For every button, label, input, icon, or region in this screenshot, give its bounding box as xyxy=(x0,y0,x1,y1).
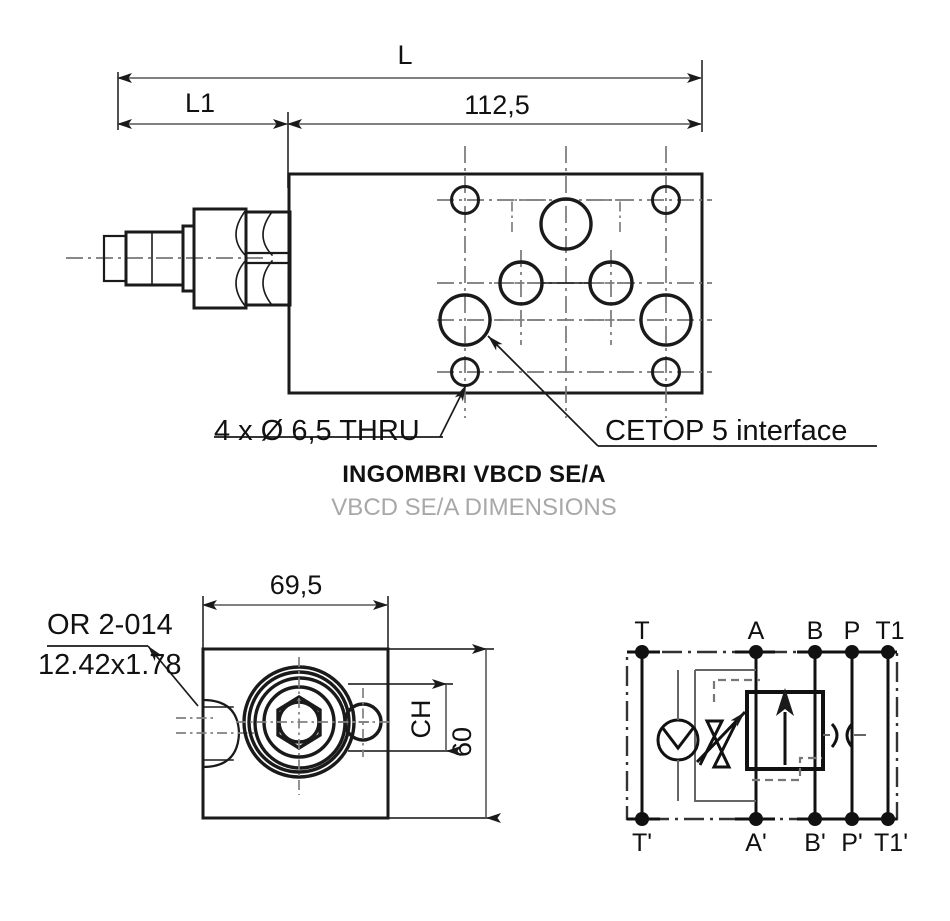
port-label-T: T xyxy=(634,617,649,645)
side-port-hole xyxy=(338,688,392,757)
title-english: VBCD SE/A DIMENSIONS xyxy=(331,494,616,521)
note-4x-6-5-thru: 4 x Ø 6,5 THRU xyxy=(214,415,420,447)
restrictor-symbol xyxy=(823,722,866,748)
top-view: L L1 112,5 xyxy=(66,40,877,447)
schematic-labels-top: T A B P T1 xyxy=(634,617,904,645)
cetop5-port-holes xyxy=(438,197,693,347)
dimension-height: 60 xyxy=(388,644,501,823)
dimension-69-5-label: 69,5 xyxy=(270,570,323,600)
note-oring-code: OR 2-014 xyxy=(47,609,173,641)
adjuster-assembly xyxy=(102,207,292,310)
pilot-drain-lines xyxy=(712,678,822,782)
hole-centerlines xyxy=(437,146,712,418)
dimension-L-label: L xyxy=(397,40,412,70)
dimension-hex: CH xyxy=(348,679,461,756)
dimension-112-5-label: 112,5 xyxy=(464,90,530,120)
schematic-labels-bottom: T' A' B' P' T1' xyxy=(632,829,908,857)
schematic-port-dots xyxy=(635,645,895,826)
note-cetop-interface: CETOP 5 interface xyxy=(487,335,877,447)
dimension-L1: L1 xyxy=(117,88,289,188)
schematic-inner-loop xyxy=(694,669,756,802)
port-label-A-prime: A' xyxy=(745,829,766,857)
note-cetop-5-interface: CETOP 5 interface xyxy=(605,415,847,447)
dimension-width: 69,5 xyxy=(202,570,389,648)
title-italian: INGOMBRI VBCD SE/A xyxy=(342,461,606,488)
port-label-B-prime: B' xyxy=(804,829,825,857)
relief-valve-box xyxy=(745,688,825,771)
note-oring-size: 12.42x1.78 xyxy=(38,649,182,681)
port-label-T-prime: T' xyxy=(632,829,652,857)
schematic-port-lines xyxy=(640,652,890,819)
check-valve-symbol xyxy=(656,670,700,801)
end-view: 69,5 60 CH xyxy=(38,570,501,823)
note-mounting-holes: 4 x Ø 6,5 THRU xyxy=(214,384,467,447)
note-oring: OR 2-014 12.42x1.78 xyxy=(38,609,199,707)
port-label-T1: T1 xyxy=(875,617,904,645)
port-label-A: A xyxy=(748,617,765,645)
dimension-L1-label: L1 xyxy=(185,88,215,118)
dimension-CH-label: CH xyxy=(406,700,436,739)
dimension-L: L xyxy=(117,40,703,132)
port-label-T1-prime: T1' xyxy=(874,829,908,857)
dimension-60-label: 60 xyxy=(447,727,477,757)
end-view-body-outline xyxy=(201,647,390,820)
relief-spring-symbol xyxy=(695,710,747,769)
port-label-P: P xyxy=(844,617,861,645)
title-block: INGOMBRI VBCD SE/A VBCD SE/A DIMENSIONS xyxy=(331,461,616,521)
hydraulic-schematic: T A B P T1 T' A' B' P' T1' xyxy=(625,617,908,857)
dimension-body-length: 112,5 xyxy=(287,90,702,129)
port-label-B: B xyxy=(807,617,824,645)
port-label-P-prime: P' xyxy=(841,829,862,857)
center-boss xyxy=(236,657,372,795)
